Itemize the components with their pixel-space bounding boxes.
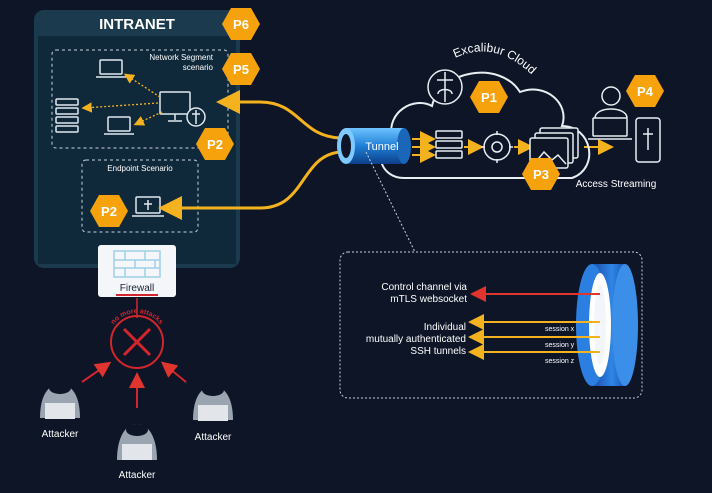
session-label: session y <box>545 342 575 349</box>
intranet-panel: INTRANET <box>34 10 240 268</box>
mobile-phone-icon <box>635 117 661 163</box>
ssh-tunnels-label-1: Individual <box>424 322 466 333</box>
hooded-attacker-icon <box>193 384 233 421</box>
zoom-connector-line <box>365 151 416 253</box>
badge-p5: P5 <box>222 53 260 85</box>
network-segment-box: Network Segment scenario <box>51 49 229 149</box>
network-segment-label-1: Network Segment <box>149 53 213 62</box>
badge-p3: P3 <box>522 158 560 190</box>
ssh-tunnels-label-3: SSH tunnels <box>410 346 466 357</box>
badge-p6-label: P6 <box>233 17 249 32</box>
blocked-attack-symbol: no more attacks <box>110 298 164 369</box>
server-rack-icon <box>55 98 79 133</box>
session-arrows <box>468 314 600 360</box>
badge-p1-label: P1 <box>481 90 497 105</box>
excalibur-logo-icon <box>427 69 463 105</box>
badge-p2-endpoint: P2 <box>90 195 128 227</box>
tunnel-label: Tunnel <box>365 141 398 153</box>
server-rack-icon <box>435 130 463 159</box>
badge-p4-label: P4 <box>637 84 654 99</box>
attacker-2: Attacker <box>117 424 157 481</box>
internal-arrows <box>81 73 163 126</box>
network-segment-label-2: scenario <box>183 63 214 72</box>
cloud-label: Excalibur Cloud <box>451 40 539 76</box>
session-label: session x <box>545 326 575 333</box>
firewall: Firewall <box>98 245 176 297</box>
attacker-3: Attacker <box>193 384 233 443</box>
user-at-laptop-icon <box>588 86 632 140</box>
session-label: session z <box>545 358 575 365</box>
ssh-tunnels-label-2: mutually authenticated <box>366 334 466 345</box>
attacker-label: Attacker <box>119 470 156 481</box>
badge-p5-label: P5 <box>233 62 249 77</box>
attacker-label: Attacker <box>42 429 79 440</box>
firewall-icon <box>113 250 161 278</box>
sync-gear-icon <box>481 131 513 163</box>
badge-p4: P4 <box>626 75 664 107</box>
attacker-label: Attacker <box>195 432 232 443</box>
intranet-title: INTRANET <box>99 16 175 33</box>
badge-p2-network: P2 <box>196 128 234 160</box>
badge-p1: P1 <box>470 81 508 113</box>
laptop-icon <box>96 59 126 78</box>
hooded-attacker-icon <box>117 424 157 460</box>
tunnel: Tunnel <box>337 128 411 164</box>
sword-agent-icon <box>186 107 206 127</box>
laptop-icon <box>104 116 134 135</box>
access-streaming-label: Access Streaming <box>576 179 657 190</box>
badge-p3-label: P3 <box>533 167 549 182</box>
firewall-label: Firewall <box>120 283 154 294</box>
attacker-1: Attacker <box>40 382 80 440</box>
desktop-monitor-icon <box>159 91 191 122</box>
hooded-attacker-icon <box>40 382 80 419</box>
endpoint-label: Endpoint Scenario <box>107 164 173 173</box>
attack-arrows <box>81 361 187 408</box>
badge-p6: P6 <box>222 8 260 40</box>
badge-p2-endpoint-label: P2 <box>101 204 117 219</box>
control-channel-label-2: mTLS websocket <box>390 294 467 305</box>
tunnel-detail-box: Control channel via mTLS websocket Indiv… <box>339 251 643 399</box>
control-channel-label-1: Control channel via <box>381 282 467 293</box>
badge-p2-network-label: P2 <box>207 137 223 152</box>
